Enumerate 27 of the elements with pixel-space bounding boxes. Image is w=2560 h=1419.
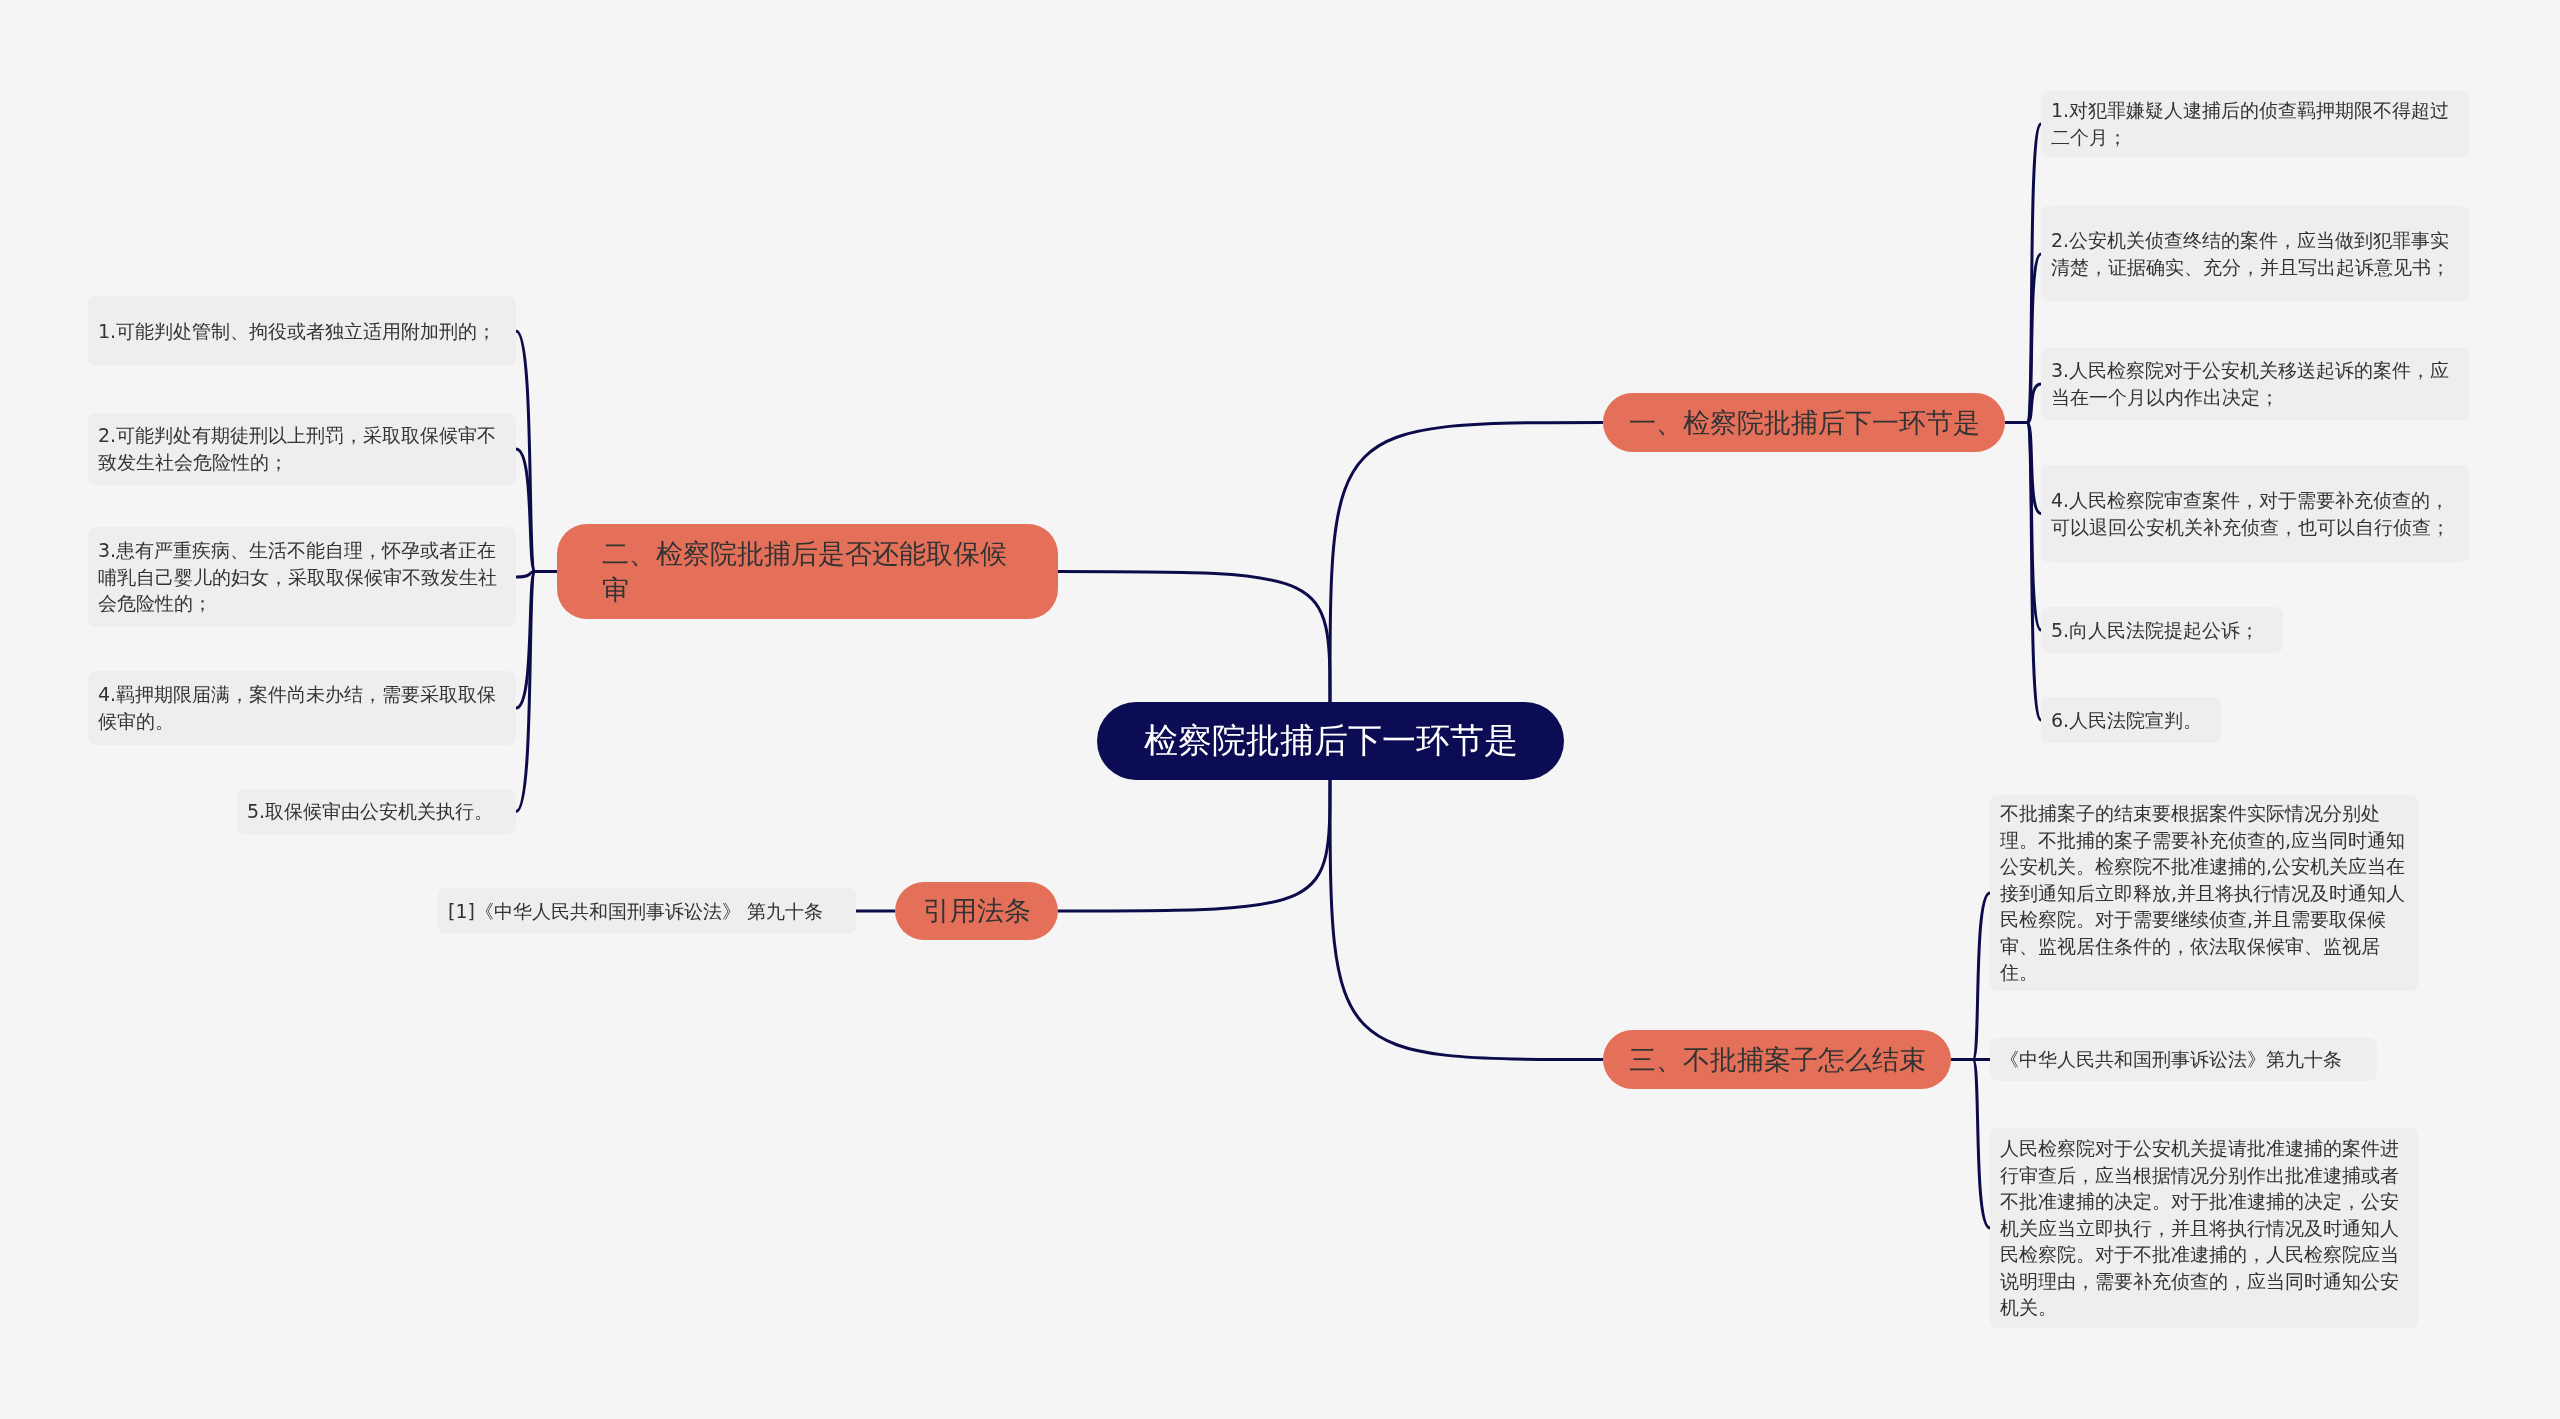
note-box: 1.可能判处管制、拘役或者独立适用附加刑的； — [88, 296, 516, 366]
note-box: 5.向人民法院提起公诉； — [2041, 607, 2283, 653]
note-box: 《中华人民共和国刑事诉讼法》第九十条 — [1990, 1038, 2377, 1081]
connector-line — [2005, 421, 2043, 721]
note-box: 3.患有严重疾病、生活不能自理，怀孕或者正在哺乳自己婴儿的妇女，采取取保候审不致发生社会危险性的； — [88, 527, 516, 627]
note-box: 2.可能判处有期徒刑以上刑罚，采取取保候审不致发生社会危险性的； — [88, 413, 516, 485]
topic-box: 一、检察院批捕后下一环节是 — [1603, 393, 2005, 452]
connector-line — [1328, 421, 1603, 702]
note-box: [1]《中华人民共和国刑事诉讼法》 第九十条 — [438, 888, 856, 934]
note-box: 1.对犯罪嫌疑人逮捕后的侦查羁押期限不得超过二个月； — [2041, 90, 2470, 158]
topic-box: 三、不批捕案子怎么结束 — [1603, 1030, 1951, 1089]
central-topic-box: 检察院批捕后下一环节是 — [1097, 702, 1564, 780]
note-box: 不批捕案子的结束要根据案件实际情况分别处理。不批捕的案子需要补充侦查的,应当同时通知公安机关。检察院不批准逮捕的,公安机关应当在接到通知后立即释放,并且将执行情况及时通知人民检察院。对于需要继续侦查,并且需要取保候审、监视居住条件的，依法取保候审、监视居住。 — [1990, 795, 2418, 991]
topic-box: 二、检察院批捕后是否还能取保候审 — [557, 524, 1058, 619]
note-box: 4.羁押期限届满，案件尚未办结，需要采取取保候审的。 — [88, 671, 516, 745]
note-box: 6.人民法院宣判。 — [2041, 697, 2221, 743]
note-box: 4.人民检察院审查案件，对于需要补充侦查的，可以退回公安机关补充侦查，也可以自行侦查； — [2041, 465, 2470, 562]
note-box: 人民检察院对于公安机关提请批准逮捕的案件进行审查后，应当根据情况分别作出批准逮捕或者不批准逮捕的决定。对于批准逮捕的决定，公安机关应当立即执行，并且将执行情况及时通知人民检察院。对于不批准逮捕的，人民检察院应当说明理由，需要补充侦查的，应当同时通知公安机关。 — [1990, 1128, 2418, 1328]
connector-line — [1058, 570, 1332, 702]
note-box: 5.取保候审由公安机关执行。 — [237, 789, 516, 834]
connector-line — [514, 570, 557, 813]
note-box: 2.公安机关侦查终结的案件，应当做到犯罪事实清楚，证据确实、充分，并且写出起诉意见书； — [2041, 206, 2470, 302]
connector-line — [1328, 780, 1603, 1061]
topic-box: 引用法条 — [895, 882, 1058, 940]
connector-line — [1058, 780, 1332, 913]
note-box: 3.人民检察院对于公安机关移送起诉的案件，应当在一个月以内作出决定； — [2041, 348, 2470, 420]
connector-line — [856, 909, 895, 913]
